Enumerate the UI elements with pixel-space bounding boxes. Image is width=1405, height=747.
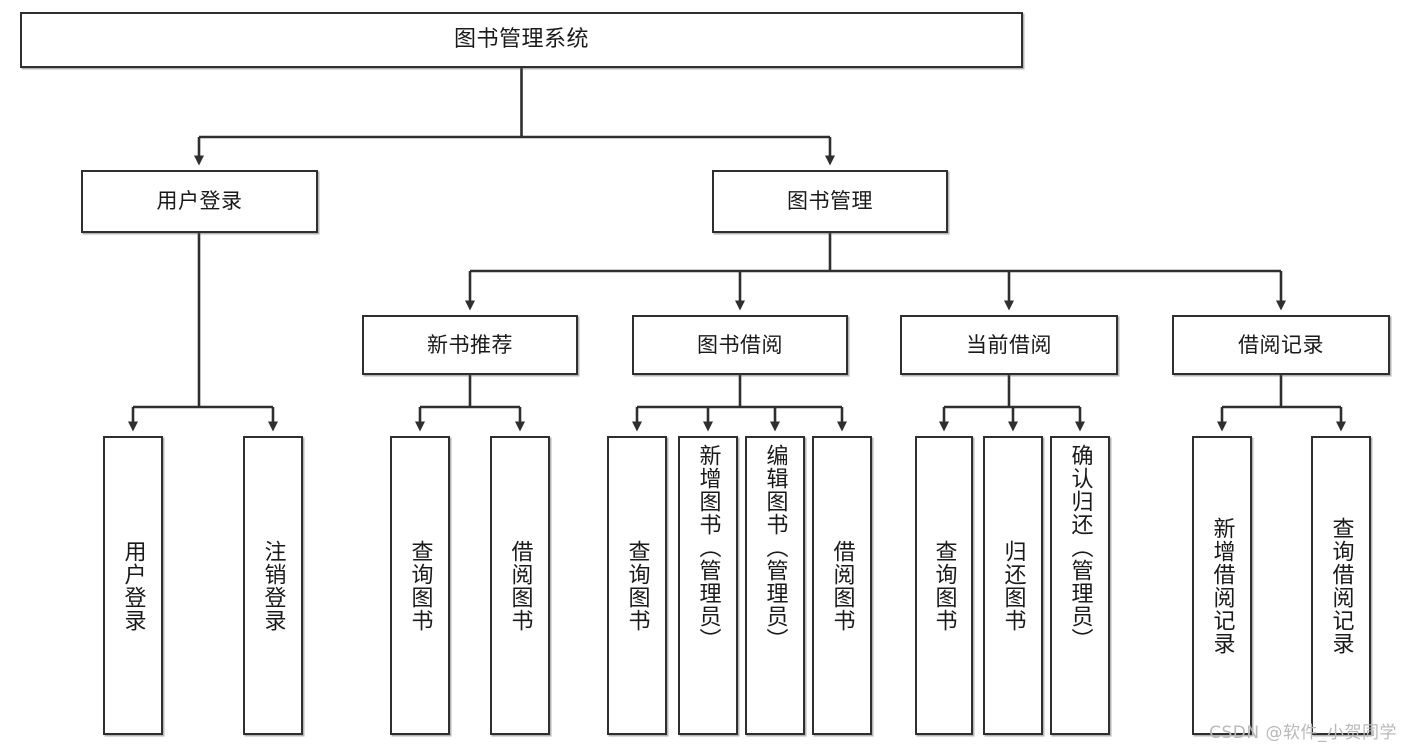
node-label: 编辑图书（管理员） — [762, 444, 788, 651]
node-book-management[interactable]: 图书管理 — [712, 170, 948, 233]
node-label: 查询图书 — [931, 539, 957, 632]
node-label: 图书管理系统 — [453, 27, 589, 53]
node-book-borrow[interactable]: 图书借阅 — [632, 315, 848, 375]
node-label: 用户登录 — [120, 539, 146, 632]
node-label: 注销登录 — [260, 539, 286, 632]
node-leaf-query-book-current[interactable]: 查询图书 — [915, 436, 973, 735]
node-label: 借阅图书 — [829, 539, 855, 632]
node-book-management-system[interactable]: 图书管理系统 — [20, 12, 1023, 68]
node-label: 当前借阅 — [966, 332, 1052, 357]
node-label: 归还图书 — [1000, 539, 1026, 632]
node-leaf-query-book-recommend[interactable]: 查询图书 — [390, 436, 450, 735]
node-leaf-confirm-return-admin[interactable]: 确认归还（管理员） — [1050, 436, 1110, 735]
node-leaf-query-book-borrow[interactable]: 查询图书 — [607, 436, 667, 735]
node-leaf-return-book[interactable]: 归还图书 — [983, 436, 1043, 735]
watermark: CSDN @软件_小贺同学 — [1209, 723, 1397, 743]
node-leaf-logout[interactable]: 注销登录 — [243, 436, 303, 735]
node-leaf-borrow-book[interactable]: 借阅图书 — [812, 436, 872, 735]
node-label: 查询借阅记录 — [1328, 516, 1354, 655]
node-label: 图书借阅 — [697, 332, 783, 357]
node-label: 新增借阅记录 — [1209, 516, 1235, 655]
node-current-borrow[interactable]: 当前借阅 — [900, 315, 1118, 375]
node-label: 查询图书 — [624, 539, 650, 632]
node-label: 用户登录 — [156, 189, 243, 214]
node-leaf-user-login[interactable]: 用户登录 — [103, 436, 163, 735]
node-label: 图书管理 — [787, 189, 873, 214]
node-label: 新书推荐 — [427, 332, 513, 357]
node-label: 查询图书 — [407, 539, 433, 632]
node-new-book-recommend[interactable]: 新书推荐 — [362, 315, 578, 375]
node-leaf-add-book-admin[interactable]: 新增图书（管理员） — [678, 436, 738, 735]
node-leaf-borrow-book-recommend[interactable]: 借阅图书 — [490, 436, 550, 735]
node-borrow-record[interactable]: 借阅记录 — [1172, 315, 1390, 375]
node-label: 借阅记录 — [1238, 332, 1324, 357]
node-label: 确认归还（管理员） — [1067, 444, 1093, 651]
node-leaf-add-borrow-record[interactable]: 新增借阅记录 — [1192, 436, 1252, 735]
node-leaf-query-borrow-record[interactable]: 查询借阅记录 — [1311, 436, 1371, 735]
node-label: 借阅图书 — [507, 539, 533, 632]
node-label: 新增图书（管理员） — [695, 444, 721, 651]
node-user-login[interactable]: 用户登录 — [81, 170, 318, 233]
node-leaf-edit-book-admin[interactable]: 编辑图书（管理员） — [745, 436, 805, 735]
